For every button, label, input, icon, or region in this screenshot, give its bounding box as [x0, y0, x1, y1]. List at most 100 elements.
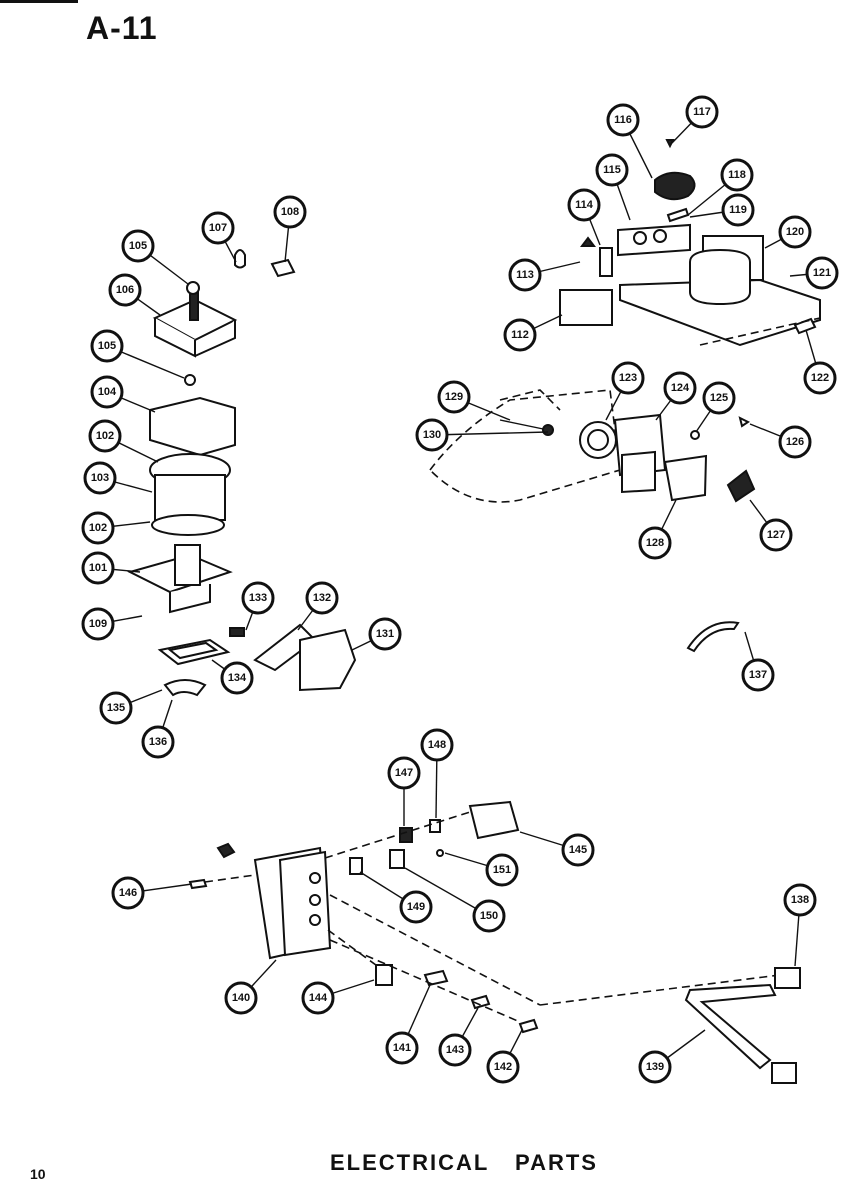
callout-139: 139 — [638, 1050, 672, 1084]
top-rule — [0, 0, 78, 3]
callout-106: 106 — [108, 273, 142, 307]
callout-119: 119 — [721, 193, 755, 227]
callout-104: 104 — [90, 375, 124, 409]
callout-146: 146 — [111, 876, 145, 910]
callout-103: 103 — [83, 461, 117, 495]
callout-107: 107 — [201, 211, 235, 245]
callout-102: 102 — [81, 511, 115, 545]
callout-label: 119 — [729, 204, 747, 216]
callout-label: 108 — [281, 206, 299, 218]
callout-label: 136 — [149, 736, 167, 748]
callout-label: 149 — [407, 901, 425, 913]
callout-label: 105 — [129, 240, 147, 252]
leader-line — [431, 431, 549, 436]
callout-label: 106 — [116, 284, 134, 296]
callout-121: 121 — [805, 256, 839, 290]
callout-145: 145 — [561, 833, 595, 867]
callout-115: 115 — [595, 153, 629, 187]
callout-136: 136 — [141, 725, 175, 759]
callout-label: 102 — [89, 522, 107, 534]
callout-137: 137 — [741, 658, 775, 692]
callout-label: 151 — [493, 864, 511, 876]
callout-label: 121 — [813, 267, 831, 279]
callout-149: 149 — [399, 890, 433, 924]
callout-105: 105 — [90, 329, 124, 363]
callout-116: 116 — [606, 103, 640, 137]
control-panel-assembly — [188, 800, 801, 1084]
callout-127: 127 — [759, 518, 793, 552]
callout-125: 125 — [702, 381, 736, 415]
clip-137 — [686, 621, 740, 653]
callout-151: 151 — [485, 853, 519, 887]
callout-130: 130 — [415, 418, 449, 452]
callout-label: 113 — [516, 269, 534, 281]
callout-109: 109 — [81, 607, 115, 641]
callout-117: 117 — [685, 95, 719, 129]
page-id: A-11 — [86, 10, 158, 46]
callout-label: 147 — [395, 767, 413, 779]
callout-141: 141 — [385, 1031, 419, 1065]
callout-label: 132 — [313, 592, 331, 604]
callout-label: 146 — [119, 887, 137, 899]
callout-108: 108 — [273, 195, 307, 229]
fan-motor-assembly — [428, 389, 756, 503]
callout-label: 105 — [98, 340, 116, 352]
callout-label: 148 — [428, 739, 446, 751]
callout-112: 112 — [503, 318, 537, 352]
callout-label: 150 — [480, 910, 498, 922]
callout-123: 123 — [611, 361, 645, 395]
callout-134: 134 — [220, 661, 254, 695]
callout-label: 145 — [569, 844, 587, 856]
callout-142: 142 — [486, 1050, 520, 1084]
callout-label: 130 — [423, 429, 441, 441]
callout-label: 117 — [693, 106, 711, 118]
callout-label: 139 — [646, 1061, 664, 1073]
callout-143: 143 — [438, 1033, 472, 1067]
transformer-assembly — [559, 139, 821, 347]
callout-133: 133 — [241, 581, 275, 615]
callout-label: 123 — [619, 372, 637, 384]
callout-128: 128 — [638, 526, 672, 560]
callout-138: 138 — [783, 883, 817, 917]
callout-124: 124 — [663, 371, 697, 405]
callout-label: 107 — [209, 222, 227, 234]
callout-label: 112 — [511, 329, 529, 341]
callout-122: 122 — [803, 361, 837, 395]
callout-label: 144 — [309, 992, 328, 1004]
callout-113: 113 — [508, 258, 542, 292]
callout-120: 120 — [778, 215, 812, 249]
callout-118: 118 — [720, 158, 754, 192]
callout-label: 116 — [614, 114, 632, 126]
callout-label: 142 — [494, 1061, 512, 1073]
callout-label: 140 — [232, 992, 250, 1004]
page-title: ELECTRICAL PARTS — [330, 1150, 598, 1175]
callout-132: 132 — [305, 581, 339, 615]
callout-label: 103 — [91, 472, 109, 484]
callout-126: 126 — [778, 425, 812, 459]
callout-148: 148 — [420, 728, 454, 762]
callout-label: 129 — [445, 391, 463, 403]
callout-144: 144 — [301, 981, 335, 1015]
callout-label: 104 — [98, 386, 117, 398]
callout-114: 114 — [567, 188, 601, 222]
callout-label: 126 — [786, 436, 804, 448]
callout-label: 102 — [96, 430, 114, 442]
callout-150: 150 — [472, 899, 506, 933]
callout-layer: 116 117 115 118 114 119 120 113 121 112 122 107 108 1… — [81, 95, 839, 1084]
callout-147: 147 — [387, 756, 421, 790]
callout-label: 118 — [728, 169, 746, 181]
callout-label: 128 — [646, 537, 664, 549]
callout-label: 125 — [710, 392, 728, 404]
callout-label: 114 — [575, 199, 594, 211]
callout-label: 135 — [107, 702, 125, 714]
callout-135: 135 — [99, 691, 133, 725]
callout-label: 143 — [446, 1044, 464, 1056]
callout-129: 129 — [437, 380, 471, 414]
callout-label: 138 — [791, 894, 809, 906]
callout-label: 122 — [811, 372, 829, 384]
callout-label: 137 — [749, 669, 767, 681]
callout-label: 101 — [89, 562, 107, 574]
callout-140: 140 — [224, 981, 258, 1015]
callout-131: 131 — [368, 617, 402, 651]
